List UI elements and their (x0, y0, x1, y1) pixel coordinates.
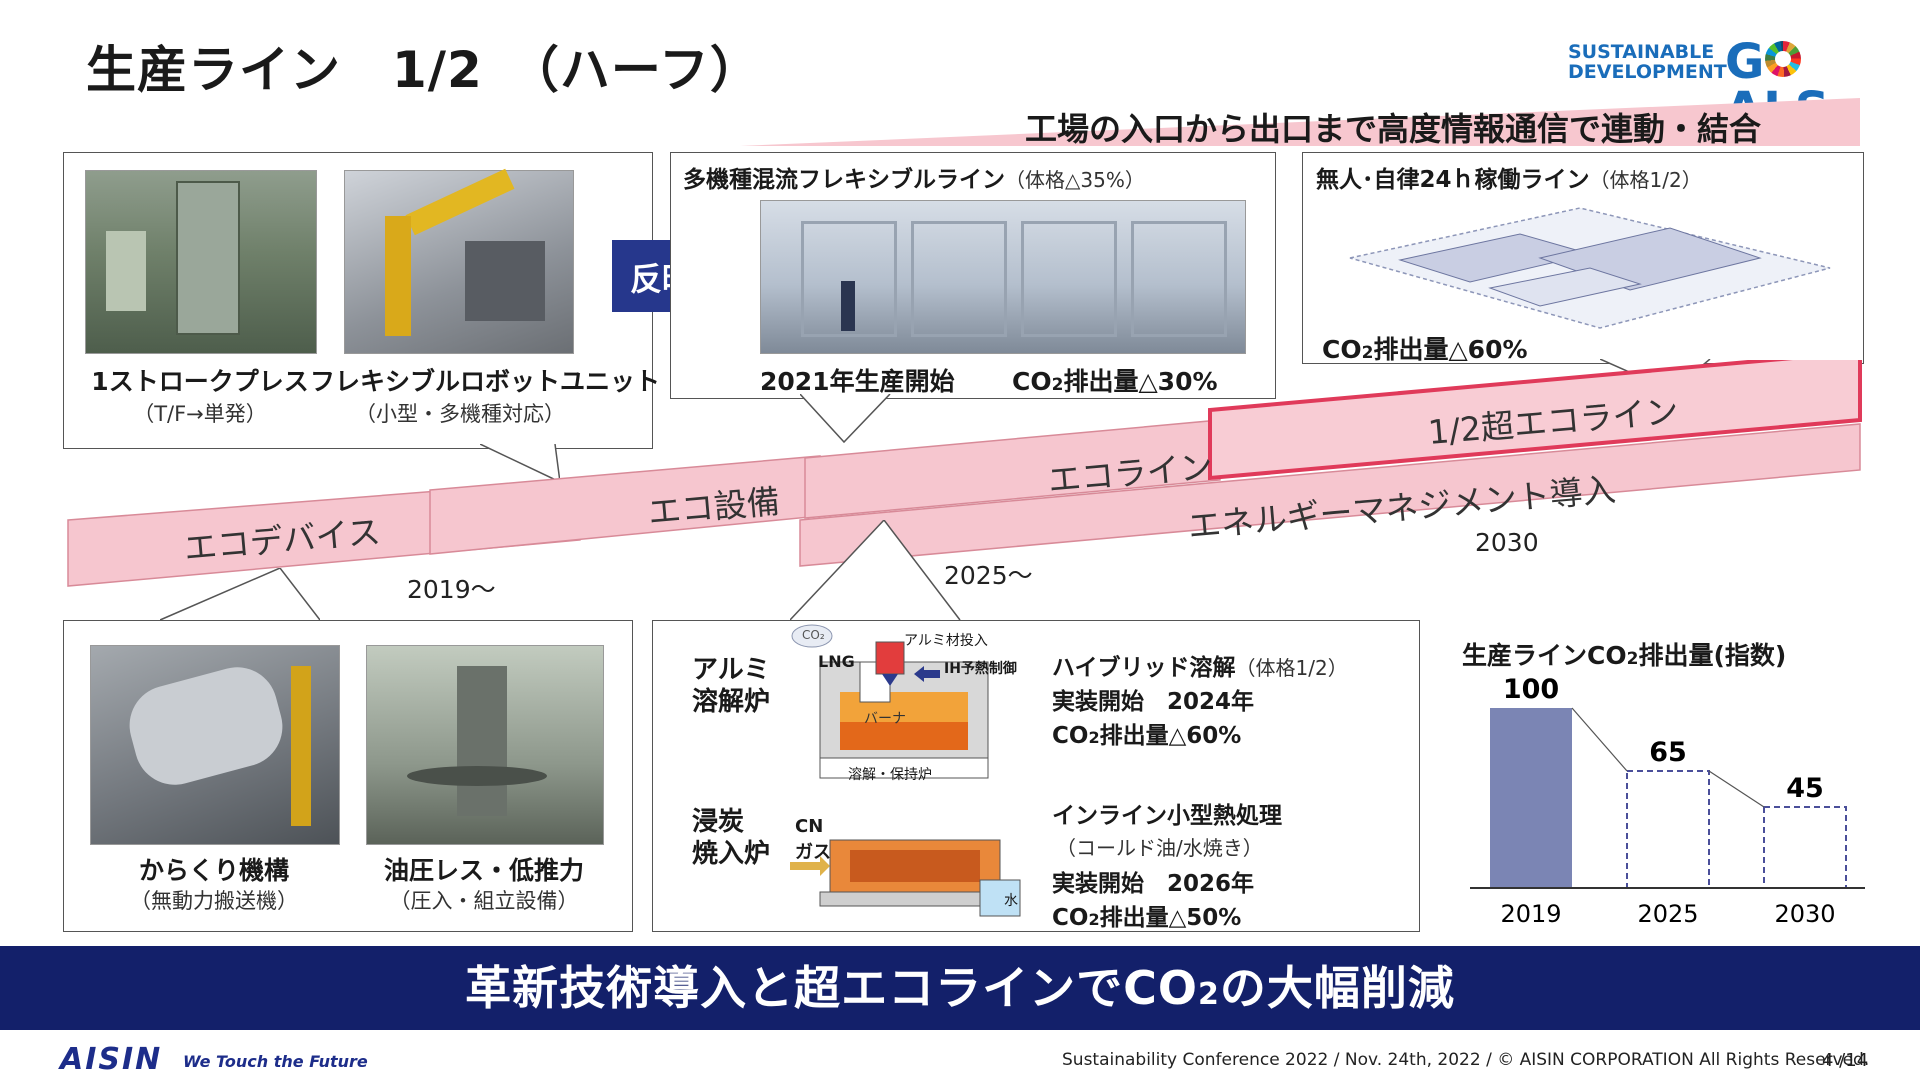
copyright: Sustainability Conference 2022 / Nov. 24… (1062, 1050, 1870, 1070)
furnace-box-pointer (790, 520, 961, 621)
press-sub: （T/F→単発） (133, 402, 267, 426)
unmanned-co2: CO2排出量△60% (1322, 335, 1528, 364)
karakuri-caption: からくり機構 (138, 856, 289, 885)
flex-co2: CO2排出量△30% (1012, 367, 1218, 396)
page-title: 生産ライン 1/2 （ハーフ） (86, 41, 761, 99)
carburizing-furnace-label: 浸炭 焼入炉 (692, 807, 771, 869)
year-2025: 2025～ (944, 561, 1033, 590)
chart-title: 生産ラインCO2排出量(指数) (1462, 641, 1787, 670)
year-2019: 2019～ (407, 575, 496, 604)
gas-label: ガス (795, 842, 831, 863)
carburizing-furnace-diagram (790, 839, 1021, 917)
top-banner-text: 工場の入口から出口まで高度情報通信で連動・結合 (1025, 110, 1762, 148)
robot-photo (344, 168, 574, 354)
robot-sub: （小型・多機種対応） (355, 402, 565, 426)
aisin-tagline: We Touch the Future (183, 1052, 368, 1071)
value-label-2019: 100 (1503, 674, 1559, 705)
co2-cloud-text: CO₂ (802, 628, 825, 642)
value-label-2025: 65 (1649, 737, 1687, 768)
lng-label: LNG (818, 652, 855, 671)
inline-co2: CO2排出量△50% (1052, 905, 1242, 931)
aisin-logo: AISIN (60, 1042, 163, 1077)
trend-connector (1571, 707, 1628, 772)
karakuri-sub: （無動力搬送機） (130, 889, 298, 913)
category-label-2019: 2019 (1500, 900, 1561, 928)
unmanned-layout-diagram (1349, 207, 1831, 329)
top-wedge (740, 98, 1860, 146)
water-label: 水 (1004, 893, 1018, 909)
hydraulic-less-photo (366, 645, 604, 845)
alumi-input-label: アルミ材投入 (904, 633, 988, 649)
ih-preheat-label: IH予熱制御 (944, 661, 1017, 677)
category-label-2025: 2025 (1637, 900, 1698, 928)
alumi-furnace-diagram (791, 624, 989, 779)
value-label-2030: 45 (1786, 773, 1824, 804)
alumi-furnace-label: アルミ 溶解炉 (692, 655, 771, 717)
flex-line-photo (760, 200, 1246, 354)
bottom-banner: 革新技術導入と超エコラインでCO2の大幅削減 (0, 946, 1920, 1030)
flex-start: 2021年生産開始 (760, 367, 955, 396)
burner-label: バーナ (864, 711, 906, 727)
inline-start: 実装開始 2026年 (1052, 871, 1255, 897)
inline-title: インライン小型熱処理 (1052, 803, 1282, 829)
devices-box-pointer (480, 444, 560, 483)
bar-2019 (1490, 708, 1572, 888)
co2-index-chart: 100 2019 65 2025 45 2030 (1470, 674, 1865, 928)
trend-connector (1708, 770, 1765, 808)
hydraulic-caption: 油圧レス・低推力 (383, 856, 584, 885)
roadmap-bands (67, 360, 1862, 587)
cn-label: CN (795, 816, 824, 837)
unmanned-title: 無人･自律24ｈ稼働ライン（体格1/2） (1316, 167, 1702, 193)
karakuri-photo (90, 645, 340, 845)
inline-note: （コールド油/水焼き） (1056, 836, 1263, 860)
sdg-line2: DEVELOPMENT (1568, 61, 1727, 83)
hydraulic-sub: （圧入・組立設備） (389, 889, 579, 913)
press-caption: 1ストロークプレス (91, 367, 309, 396)
holding-furnace-label: 溶解・保持炉 (848, 767, 932, 783)
karakuri-box-pointer (160, 568, 320, 621)
hybrid-start: 実装開始 2024年 (1052, 689, 1255, 715)
hybrid-title: ハイブリッド溶解（体格1/2） (1052, 655, 1348, 681)
furnace-box (652, 620, 1420, 932)
year-2030: 2030 (1475, 528, 1539, 557)
flex-line-title: 多機種混流フレキシブルライン（体格△35%） (683, 167, 1145, 193)
sdg-line1: SUSTAINABLE (1568, 41, 1715, 63)
robot-caption: フレキシブルロボットユニット (310, 367, 661, 396)
flex-box-pointer (800, 394, 891, 444)
bar-2025 (1626, 770, 1710, 889)
press-photo (85, 170, 317, 354)
sdg-wheel-icon (1765, 41, 1802, 77)
hybrid-co2: CO2排出量△60% (1052, 723, 1242, 749)
bar-2030 (1763, 806, 1847, 889)
category-label-2030: 2030 (1774, 900, 1835, 928)
sdg-goals-g: G (1725, 34, 1766, 90)
page-number: 4 /14 (1822, 1050, 1869, 1071)
